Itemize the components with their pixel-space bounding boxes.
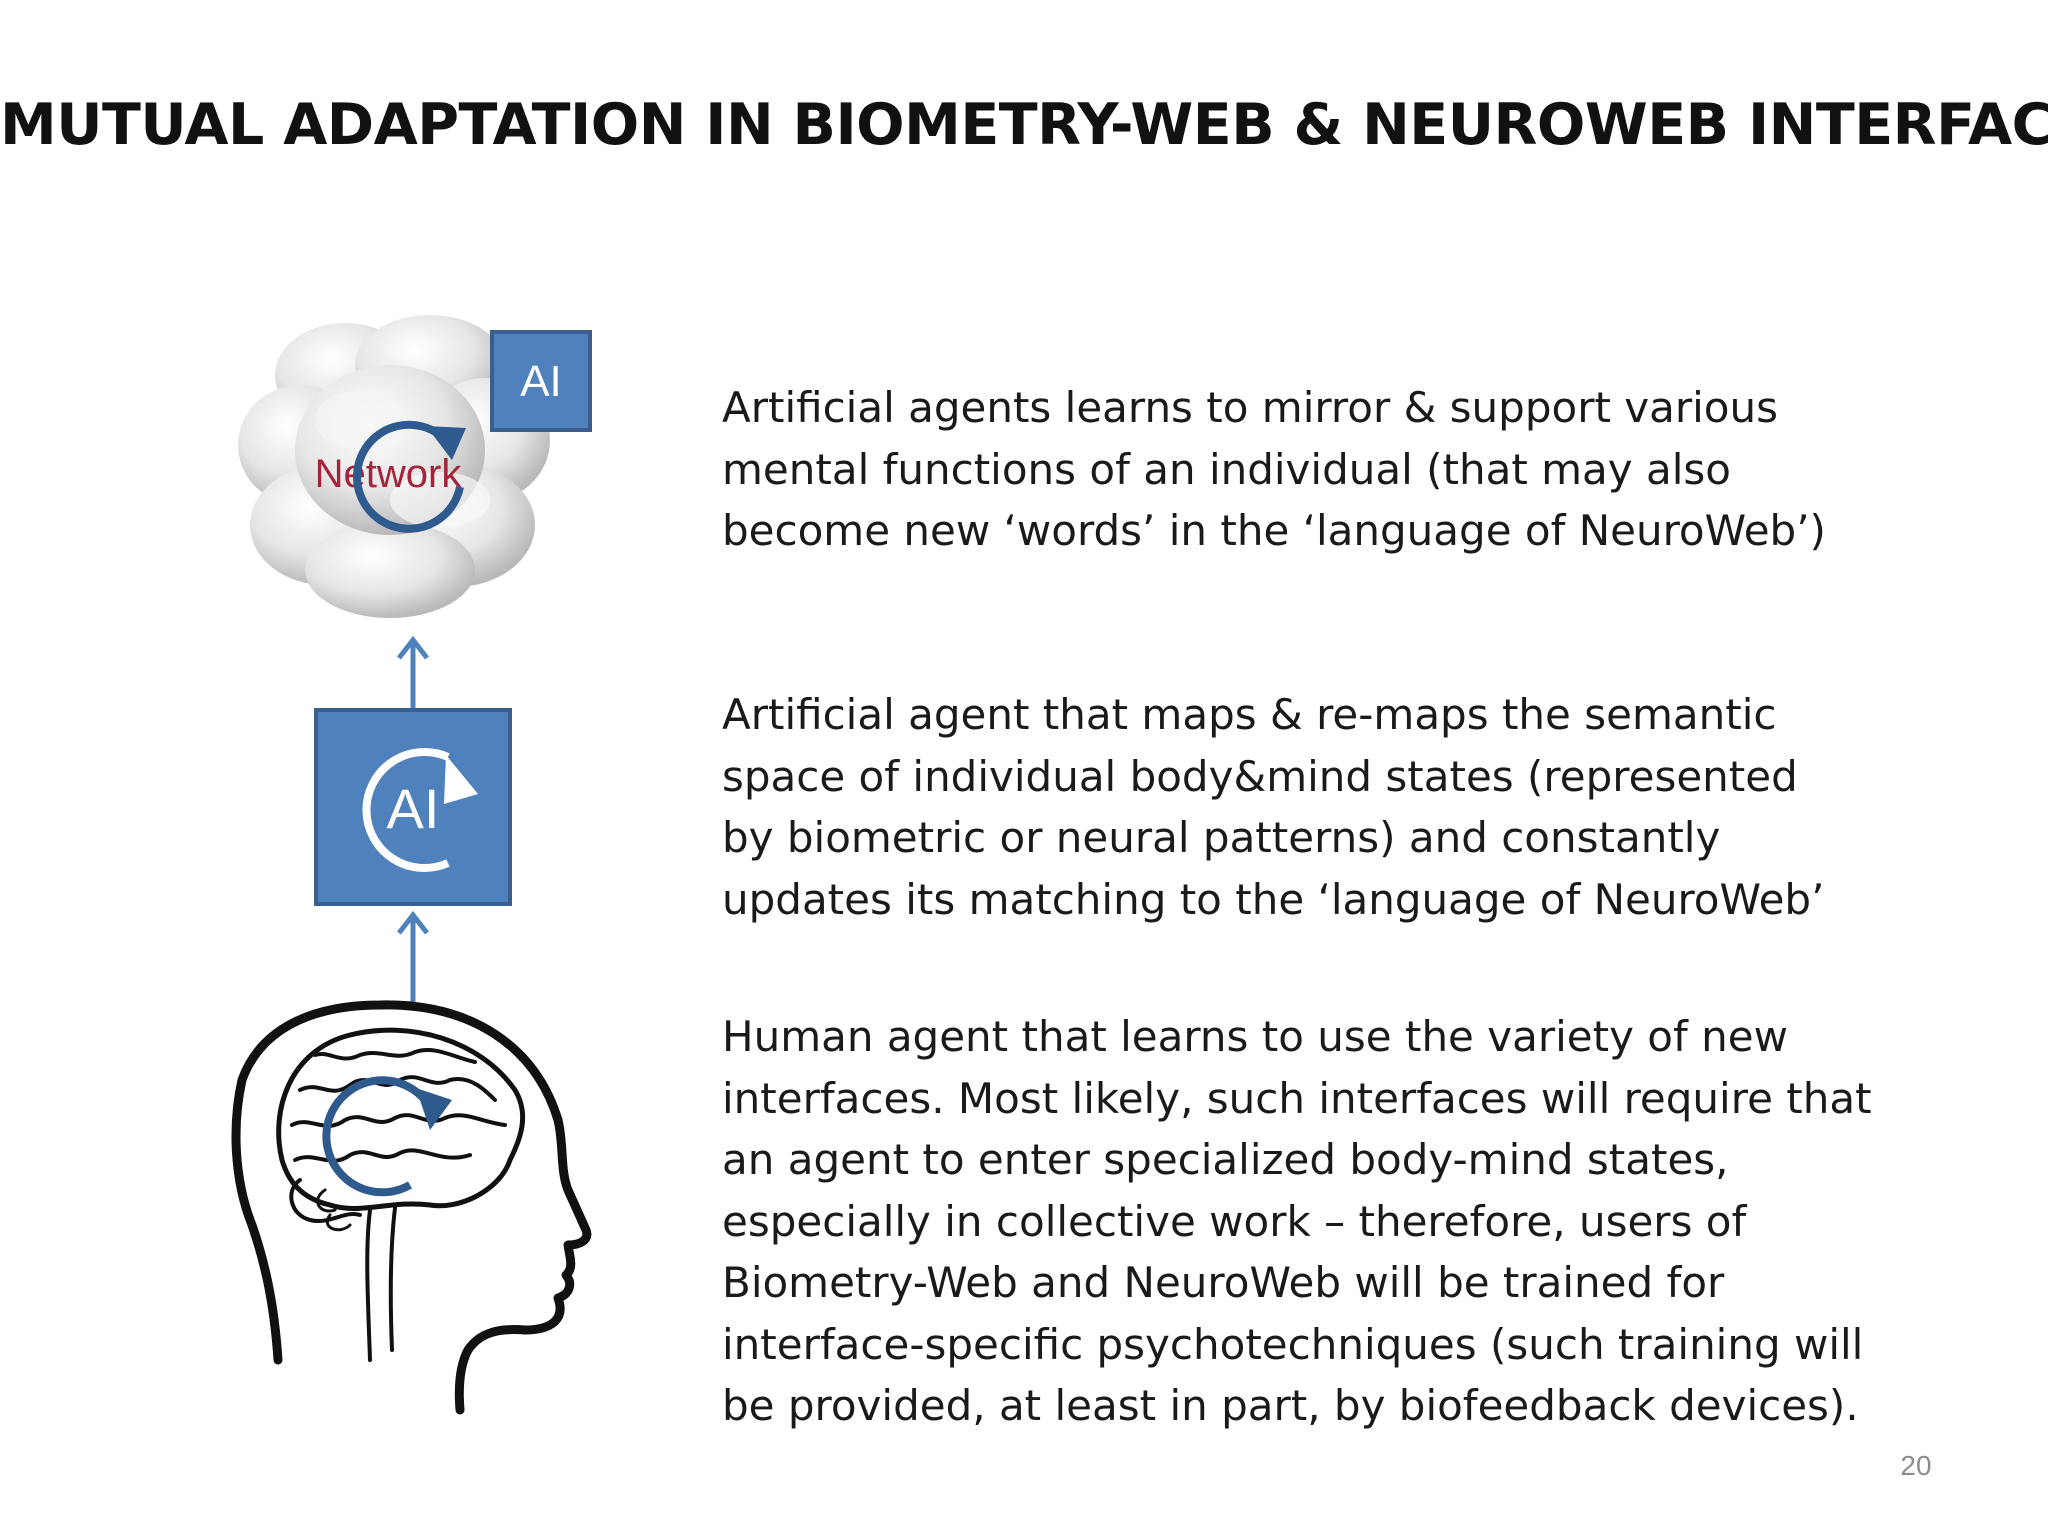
paragraph-line: updates its matching to the ‘language of… <box>722 869 1902 931</box>
paragraph-human-agent: Human agent that learns to use the varie… <box>722 1006 1902 1437</box>
network-label: Network <box>315 452 463 496</box>
paragraph-line: Artificial agent that maps & re-maps the… <box>722 684 1902 746</box>
paragraph-line: by biometric or neural patterns) and con… <box>722 807 1902 869</box>
ai-badge-label: AI <box>520 357 562 406</box>
arrow-up-icon <box>399 915 427 1008</box>
paragraph-network-agent: Artificial agents learns to mirror & sup… <box>722 377 1902 562</box>
paragraph-line: space of individual body&mind states (re… <box>722 746 1902 808</box>
paragraph-line: Artificial agents learns to mirror & sup… <box>722 377 1902 439</box>
paragraph-line: especially in collective work – therefor… <box>722 1191 1902 1253</box>
ai-agent-label: AI <box>387 777 440 840</box>
arrow-up-icon <box>399 640 427 710</box>
paragraph-ai-agent: Artificial agent that maps & re-maps the… <box>722 684 1902 930</box>
cycle-arrow-icon <box>326 1080 452 1192</box>
paragraph-line: interface-specific psychotechniques (suc… <box>722 1314 1902 1376</box>
slide-title: MUTUAL ADAPTATION IN BIOMETRY-WEB & NEUR… <box>0 92 2048 158</box>
paragraph-line: be provided, at least in part, by biofee… <box>722 1375 1902 1437</box>
slide-number: 20 <box>1886 1450 1946 1482</box>
paragraph-line: interfaces. Most likely, such interfaces… <box>722 1068 1902 1130</box>
head-brain-icon <box>236 1005 587 1410</box>
paragraph-line: an agent to enter specialized body-mind … <box>722 1129 1902 1191</box>
paragraph-line: Human agent that learns to use the varie… <box>722 1006 1902 1068</box>
adaptation-diagram: AI Network AI <box>230 310 610 1440</box>
paragraph-line: Biometry-Web and NeuroWeb will be traine… <box>722 1252 1902 1314</box>
paragraph-line: become new ‘words’ in the ‘language of N… <box>722 500 1902 562</box>
paragraph-line: mental functions of an individual (that … <box>722 439 1902 501</box>
